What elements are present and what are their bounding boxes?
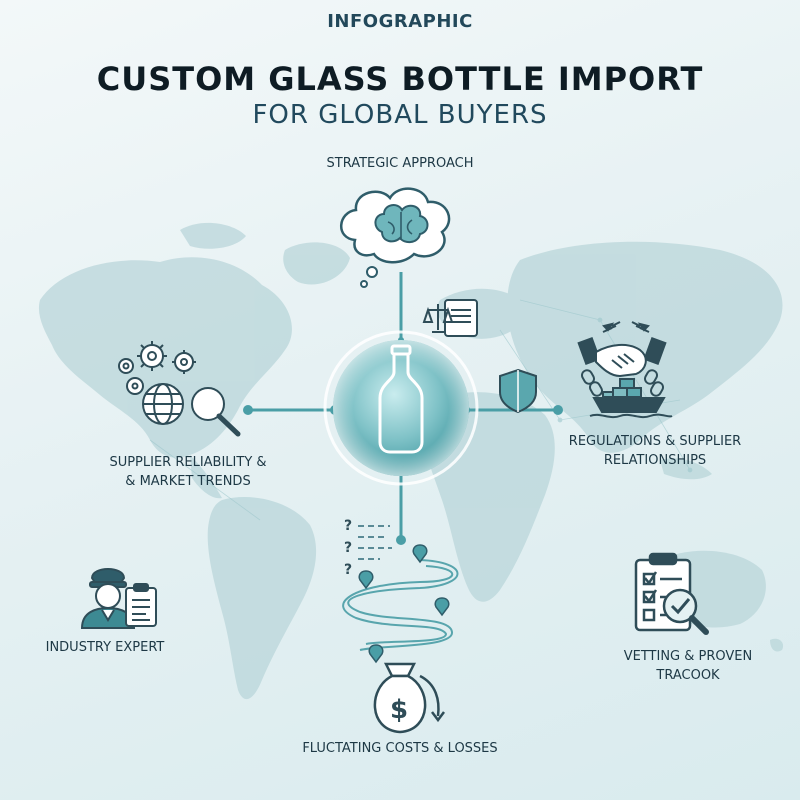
network-lines — [149, 299, 693, 521]
center-hub — [323, 330, 479, 486]
label-supplier-reliability: SUPPLIER RELIABILITY & & MARKET TRENDS — [88, 453, 288, 491]
label-regulations-line1: REGULATIONS & SUPPLIER — [568, 434, 742, 449]
label-fluctuating-costs: FLUCTATING COSTS & LOSSES — [302, 741, 498, 756]
label-vetting: VETTING & PROVEN TRACOOK — [598, 647, 778, 685]
label-supplier-line1: SUPPLIER RELIABILITY & — [109, 455, 267, 470]
svg-text:?: ? — [344, 540, 352, 556]
eyebrow-label: INFOGRAPHIC — [327, 11, 473, 32]
label-strategic-approach: STRATEGIC APPROACH — [326, 156, 474, 171]
page-title: CUSTOM GLASS BOTTLE IMPORT — [96, 60, 704, 98]
svg-text:?: ? — [344, 562, 352, 578]
label-industry-expert: INDUSTRY EXPERT — [45, 640, 165, 655]
label-regulations: REGULATIONS & SUPPLIER RELATIONSHIPS — [540, 432, 770, 470]
page-subtitle: FOR GLOBAL BUYERS — [252, 100, 548, 130]
gears-globe-magnifier-icon — [118, 341, 241, 437]
label-regulations-line2: RELATIONSHIPS — [603, 453, 707, 468]
contract-scales-icon — [422, 299, 478, 337]
svg-text:?: ? — [344, 518, 352, 534]
inspector-clipboard-icon — [80, 568, 157, 629]
question-path-icon: ? ? ? — [342, 518, 459, 664]
glass-bottle-icon — [378, 344, 424, 454]
label-vetting-line1: VETTING & PROVEN — [623, 649, 753, 664]
money-bag-icon: $ — [373, 662, 445, 734]
handshake-chain-ship-icon — [577, 321, 673, 419]
svg-text:$: $ — [390, 695, 408, 725]
shield-icon — [499, 368, 537, 414]
label-supplier-line2: & MARKET TRENDS — [125, 474, 251, 489]
label-vetting-line2: TRACOOK — [656, 668, 720, 683]
brain-thought-bubble-icon — [340, 187, 451, 288]
checklist-magnifier-icon — [634, 552, 709, 635]
